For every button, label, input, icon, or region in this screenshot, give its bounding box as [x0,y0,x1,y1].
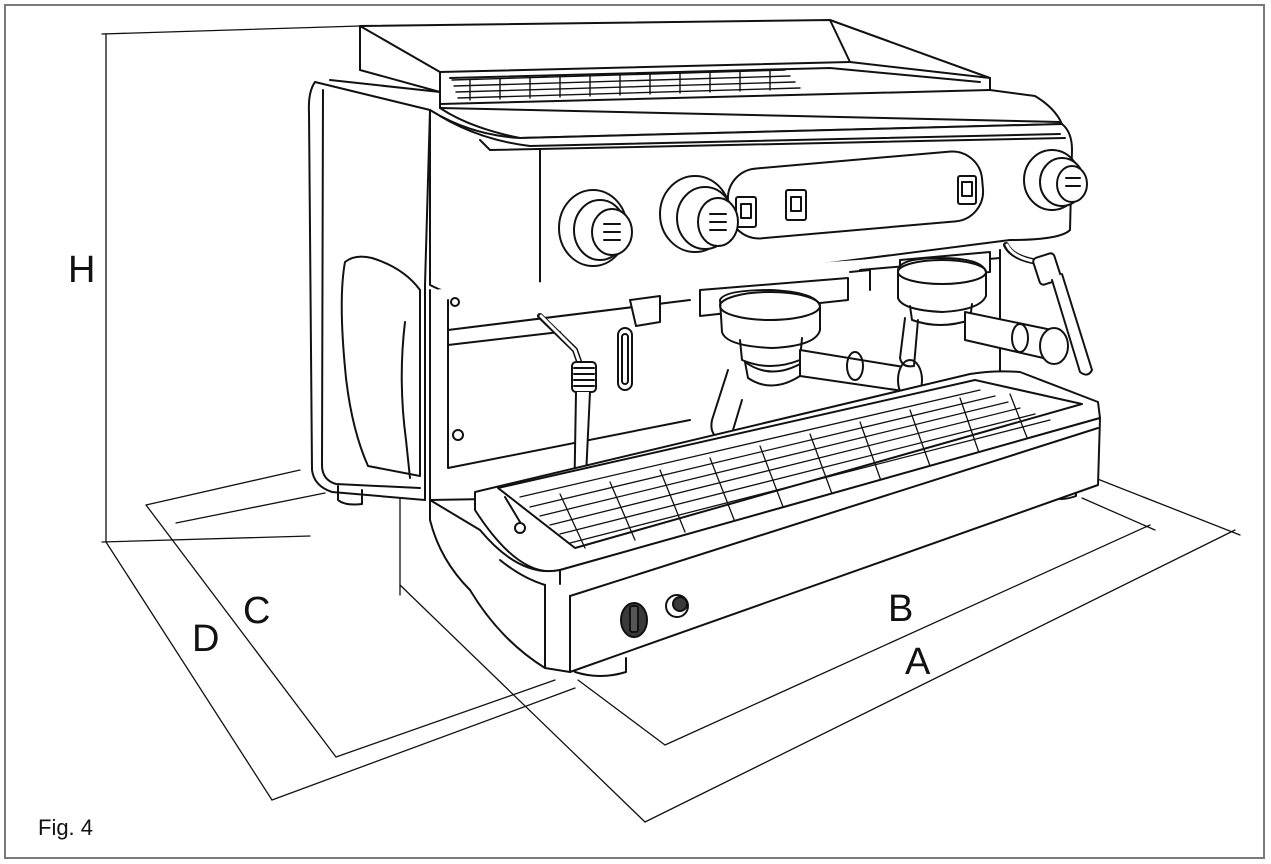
group-head-icon [699,251,1069,441]
dimension-label-c: C [243,590,271,632]
cup-warmer-grille [451,69,801,101]
dimension-label-h: H [68,249,96,291]
dimension-label-d: D [192,618,220,660]
dimension-lines [101,25,1241,823]
control-knob-icon [558,149,1088,267]
front-controls [620,594,689,638]
drip-tray [429,370,1101,673]
cup-warmer [329,19,1063,139]
dimension-label-b: B [888,588,914,630]
switch-icon [735,175,977,228]
steam-wand-icon [1003,242,1093,376]
dimension-label-a: A [905,641,931,683]
machine-body [307,81,1077,677]
drip-tray-grille [519,389,1051,549]
figure-caption: Fig. 4 [38,815,94,840]
